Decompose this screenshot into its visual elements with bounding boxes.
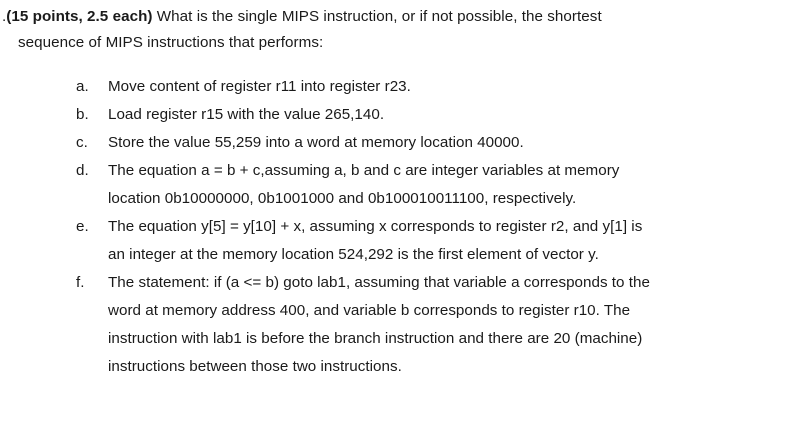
question-marker: . (2, 8, 7, 25)
question-points-label: (15 points, 2.5 each) (6, 8, 153, 25)
text-line: Move content of register r11 into regist… (108, 78, 411, 95)
sub-question-item-d: d. The equation a = b + c,assuming a, b … (0, 157, 791, 213)
sub-question-item-f: f. The statement: if (a <= b) goto lab1,… (0, 269, 791, 381)
text-line: Store the value 55,259 into a word at me… (108, 134, 524, 151)
list-marker-d: d. (76, 162, 89, 179)
sub-question-text-f: The statement: if (a <= b) goto lab1, as… (108, 269, 791, 381)
sub-question-list: a. Move content of register r11 into reg… (0, 73, 791, 381)
text-line: instructions between those two instructi… (108, 358, 402, 375)
list-marker-f: f. (76, 274, 85, 291)
question-stem: .(15 points, 2.5 each) What is the singl… (0, 4, 780, 56)
sub-question-item-e: e. The equation y[5] = y[10] + x, assumi… (0, 213, 791, 269)
text-line: location 0b10000000, 0b1001000 and 0b100… (108, 190, 577, 207)
list-marker-c: c. (76, 134, 88, 151)
sub-question-item-a: a. Move content of register r11 into reg… (0, 73, 791, 101)
text-line: The equation y[5] = y[10] + x, assuming … (108, 218, 643, 235)
list-marker-b: b. (76, 106, 89, 123)
text-line: The equation a = b + c,assuming a, b and… (108, 162, 620, 179)
sub-question-item-c: c. Store the value 55,259 into a word at… (0, 129, 791, 157)
sub-question-text-d: The equation a = b + c,assuming a, b and… (108, 157, 791, 213)
text-line: Load register r15 with the value 265,140… (108, 106, 385, 123)
sub-question-text-b: Load register r15 with the value 265,140… (108, 101, 791, 129)
sub-question-item-b: b. Load register r15 with the value 265,… (0, 101, 791, 129)
question-stem-line-2: sequence of MIPS instructions that perfo… (18, 34, 324, 51)
sub-question-text-c: Store the value 55,259 into a word at me… (108, 129, 791, 157)
text-line: word at memory address 400, and variable… (108, 302, 631, 319)
list-marker-e: e. (76, 218, 89, 235)
text-line: instruction with lab1 is before the bran… (108, 330, 643, 347)
sub-question-text-e: The equation y[5] = y[10] + x, assuming … (108, 213, 791, 269)
text-line: an integer at the memory location 524,29… (108, 246, 599, 263)
question-stem-text-1: What is the single MIPS instruction, or … (152, 8, 602, 25)
text-line: The statement: if (a <= b) goto lab1, as… (108, 274, 650, 291)
list-marker-a: a. (76, 78, 89, 95)
question-stem-line-1: .(15 points, 2.5 each) What is the singl… (0, 4, 780, 30)
sub-question-text-a: Move content of register r11 into regist… (108, 73, 791, 101)
